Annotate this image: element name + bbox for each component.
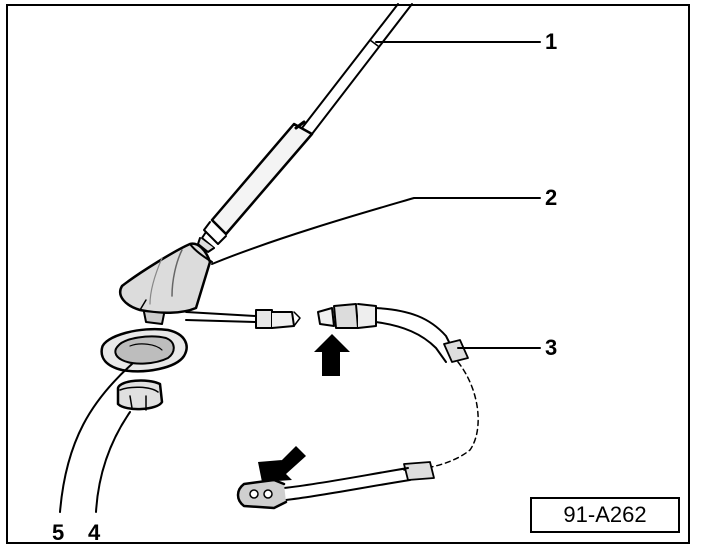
up-arrow-icon [314, 334, 350, 376]
leader-lines [59, 41, 541, 513]
down-left-arrow-icon [258, 446, 306, 482]
clamp-nut [116, 379, 164, 411]
callout-5: 5 [52, 520, 65, 545]
seal-ring [100, 327, 188, 373]
diagram-frame [6, 4, 690, 544]
antenna-mast [197, 3, 413, 253]
base-cable [185, 309, 301, 329]
callout-4: 4 [88, 520, 101, 545]
callout-2: 2 [545, 185, 558, 210]
connecting-cable [236, 303, 479, 510]
callout-3: 3 [545, 335, 558, 360]
antenna-base [119, 242, 213, 325]
callout-1: 1 [545, 29, 558, 54]
figure-id-label: 91-A262 [530, 497, 680, 533]
